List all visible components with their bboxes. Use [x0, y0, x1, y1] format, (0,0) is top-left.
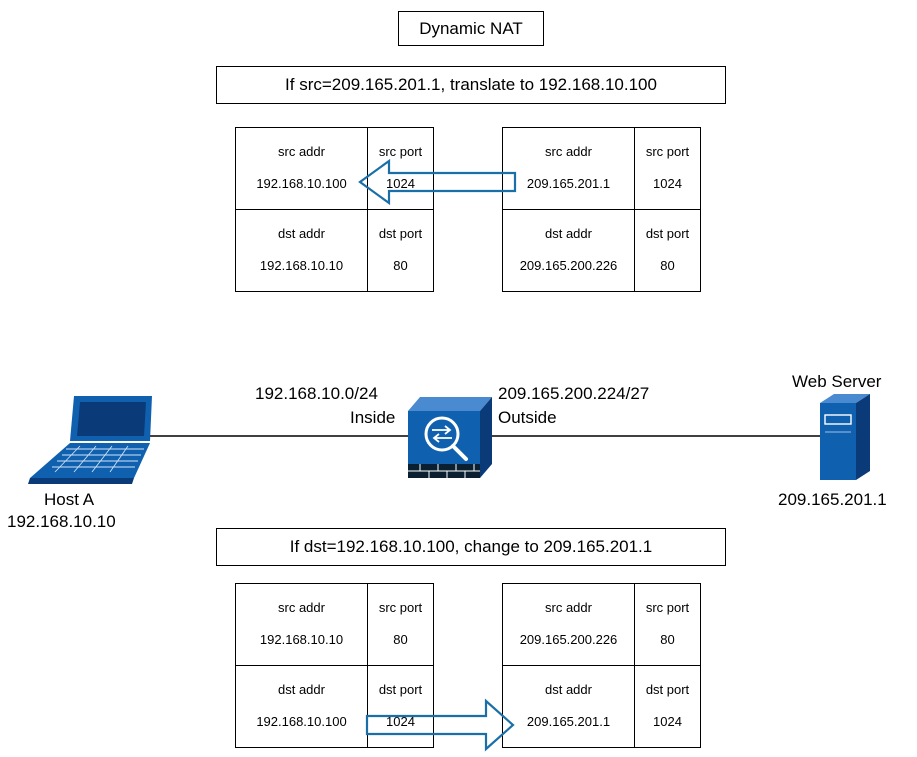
- dst-port-cell: dst port 80: [367, 209, 434, 292]
- src-port-cell: src port 80: [367, 583, 434, 666]
- dst-port-cell: dst port 1024: [634, 665, 701, 748]
- server-ip-label: 209.165.201.1: [778, 490, 887, 509]
- host-ip-label: 192.168.10.10: [7, 512, 116, 531]
- src-addr-value: 192.168.10.10: [259, 632, 344, 647]
- dst-port-label: dst port: [645, 682, 690, 697]
- src-addr-cell: src addr 209.165.201.1: [502, 127, 635, 210]
- dst-port-label: dst port: [645, 226, 690, 241]
- translation-arrow-left-icon: [358, 158, 517, 206]
- dst-port-value: 80: [660, 258, 675, 273]
- src-addr-label: src addr: [545, 600, 592, 615]
- outside-label: Outside: [498, 408, 557, 427]
- src-port-cell: src port 1024: [634, 127, 701, 210]
- src-addr-label: src addr: [278, 144, 325, 159]
- src-addr-cell: src addr 192.168.10.100: [235, 127, 368, 210]
- dst-port-value: 1024: [386, 714, 415, 729]
- src-port-value: 80: [393, 632, 408, 647]
- src-addr-label: src addr: [545, 144, 592, 159]
- src-addr-value: 209.165.201.1: [526, 176, 611, 191]
- dst-addr-label: dst addr: [545, 226, 592, 241]
- host-name-label: Host A: [44, 490, 95, 509]
- dst-port-value: 1024: [653, 714, 682, 729]
- dst-port-cell: dst port 80: [634, 209, 701, 292]
- dst-port-label: dst port: [378, 682, 423, 697]
- src-port-label: src port: [645, 144, 690, 159]
- dst-addr-label: dst addr: [545, 682, 592, 697]
- packet-table-bottom-left: src addr 192.168.10.10 src port 80 dst a…: [235, 583, 434, 748]
- inside-label: Inside: [350, 408, 396, 427]
- src-addr-cell: src addr 209.165.200.226: [502, 583, 635, 666]
- src-port-value: 80: [660, 632, 675, 647]
- dst-addr-label: dst addr: [278, 682, 325, 697]
- outside-subnet-label: 209.165.200.224/27: [498, 384, 650, 403]
- src-addr-cell: src addr 192.168.10.10: [235, 583, 368, 666]
- src-port-value: 1024: [653, 176, 682, 191]
- src-port-label: src port: [378, 600, 423, 615]
- web-server-icon: [820, 394, 870, 480]
- dst-addr-value: 209.165.200.226: [519, 258, 618, 273]
- src-addr-value: 192.168.10.100: [256, 176, 347, 191]
- laptop-icon: [28, 396, 152, 484]
- dst-port-label: dst port: [378, 226, 423, 241]
- packet-table-bottom-right: src addr 209.165.200.226 src port 80 dst…: [502, 583, 701, 748]
- src-addr-label: src addr: [278, 600, 325, 615]
- src-port-label: src port: [645, 600, 690, 615]
- dst-addr-value: 192.168.10.100: [256, 714, 347, 729]
- dst-addr-cell: dst addr 192.168.10.100: [235, 665, 368, 748]
- dst-addr-cell: dst addr 209.165.200.226: [502, 209, 635, 292]
- server-name-label: Web Server: [792, 372, 882, 391]
- dst-port-value: 80: [393, 258, 408, 273]
- bottom-translation-rule: If dst=192.168.10.100, change to 209.165…: [216, 528, 726, 566]
- src-addr-value: 209.165.200.226: [519, 632, 618, 647]
- firewall-icon: [408, 397, 492, 478]
- src-port-label: src port: [378, 144, 423, 159]
- dst-addr-value: 192.168.10.10: [259, 258, 344, 273]
- top-translation-rule: If src=209.165.201.1, translate to 192.1…: [216, 66, 726, 104]
- packet-table-top-right: src addr 209.165.201.1 src port 1024 dst…: [502, 127, 701, 292]
- src-port-cell: src port 80: [634, 583, 701, 666]
- dst-addr-label: dst addr: [278, 226, 325, 241]
- src-port-value: 1024: [386, 176, 415, 191]
- diagram-title: Dynamic NAT: [398, 11, 544, 46]
- inside-subnet-label: 192.168.10.0/24: [255, 384, 378, 403]
- translation-arrow-right-icon: [365, 698, 515, 752]
- dst-addr-cell: dst addr 192.168.10.10: [235, 209, 368, 292]
- dst-addr-value: 209.165.201.1: [526, 714, 611, 729]
